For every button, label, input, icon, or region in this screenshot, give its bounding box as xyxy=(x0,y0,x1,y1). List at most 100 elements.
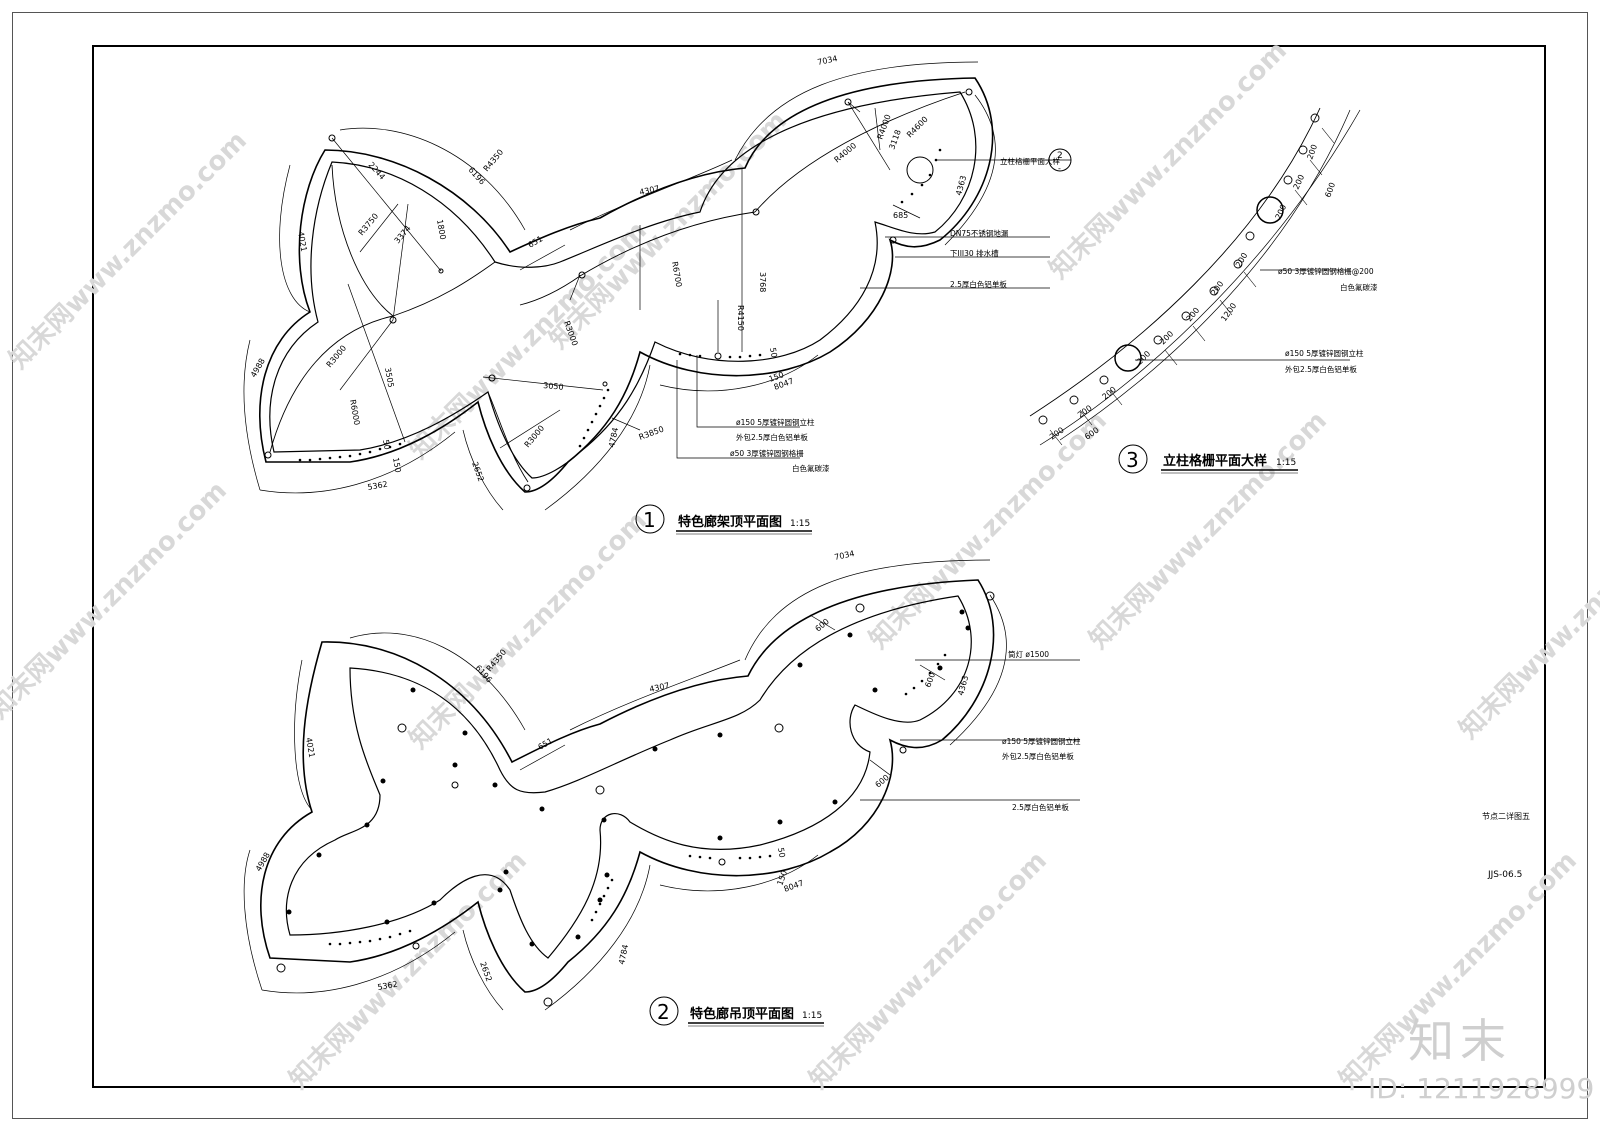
plan2-lights xyxy=(286,609,971,947)
note-col150: ø150 5厚镀锌圆钢立柱 xyxy=(1002,736,1081,746)
dim-label: 50 xyxy=(776,847,787,859)
dim-label: R3000 xyxy=(325,344,349,370)
note-col50b: 白色氟碳漆 xyxy=(792,463,830,473)
dim-label: 4307 xyxy=(649,681,671,694)
dim-label: 3374 xyxy=(393,224,413,245)
note-col50: ø50 3厚镀锌圆钢格栅@200 xyxy=(1278,266,1374,276)
plan3-title-text: 立柱格栅平面大样 xyxy=(1163,453,1267,469)
plan3-title-scale: 1:15 xyxy=(1276,458,1296,468)
plan1-petal-line xyxy=(519,275,581,306)
dim-label: 600 xyxy=(1323,181,1337,198)
dim-label: R4000 xyxy=(875,113,892,140)
plan3-ticks xyxy=(1049,127,1335,446)
dim-label: 4363 xyxy=(956,675,970,697)
plan1-petal-line xyxy=(579,211,756,277)
dim-label: 200 xyxy=(1305,143,1319,160)
dim-label: 5362 xyxy=(377,980,399,992)
dim-label: 1200 xyxy=(1219,301,1238,323)
dim-label: 5362 xyxy=(367,480,389,492)
dim-label: 7034 xyxy=(834,549,856,562)
dim-label: 4021 xyxy=(296,231,308,253)
dim-label: 600 xyxy=(923,671,937,688)
plan1-column xyxy=(438,268,444,274)
dim-label: R6000 xyxy=(348,399,361,426)
plan1-column xyxy=(844,98,852,106)
note-plate: 2.5厚白色铝单板 xyxy=(950,279,1007,289)
plan1-title-scale: 1:15 xyxy=(790,519,810,529)
note-ref-label: 立柱格栅平面大样 xyxy=(1000,156,1060,166)
plan1-title-text: 特色廊架顶平面图 xyxy=(678,514,782,530)
note-col150b: 外包2.5厚白色铝单板 xyxy=(736,432,808,442)
dim-label: 200 xyxy=(1292,173,1307,191)
plan1-petal-line xyxy=(392,261,496,317)
plan1-column xyxy=(714,352,722,360)
note-col150b: 外包2.5厚白色铝单板 xyxy=(1285,364,1357,374)
plan2-downlights xyxy=(276,591,995,1007)
sheet-code: JJS-06.5 xyxy=(1488,870,1523,880)
dim-label: 200 xyxy=(1185,306,1202,323)
plan3-drawing xyxy=(1029,107,1361,446)
plan1-column xyxy=(264,451,272,459)
dim-label: 651 xyxy=(527,234,545,249)
note-col150: ø150 5厚镀锌圆钢立柱 xyxy=(1285,348,1364,358)
watermark-text: 知末网www.znzmo.com xyxy=(404,506,653,755)
dim-label: 600 xyxy=(814,617,831,634)
plan3-column-large xyxy=(1256,196,1284,224)
note-drain-pipe: DN75不锈钢地漏 xyxy=(950,228,1009,238)
dim-label: 50 xyxy=(381,439,392,451)
plan3-column-large xyxy=(1114,344,1142,372)
watermark-text: 知末网www.znzmo.com xyxy=(1044,36,1293,285)
dim-label: 150 xyxy=(391,457,403,474)
plan1-petal-line xyxy=(331,164,394,317)
plan3-grille-dots xyxy=(1038,113,1320,425)
plan3-notes: ø50 3厚镀锌圆钢格栅@200 白色氟碳漆 ø150 5厚镀锌圆钢立柱 外包2… xyxy=(1278,266,1378,374)
plan1-notes: 立柱格栅平面大样 2 - DN75不锈钢地漏 下III30 排水槽 2.5厚白色… xyxy=(730,151,1063,473)
watermark-text: 知末网www.znzmo.com xyxy=(4,126,253,375)
dim-label: R4600 xyxy=(905,115,930,140)
note-col150b: 外包2.5厚白色铝单板 xyxy=(1002,751,1074,761)
dim-label: 200 xyxy=(1101,385,1118,402)
plan2-outer-outline xyxy=(260,579,995,993)
dim-label: 685 xyxy=(893,211,908,220)
watermark-layer: 知末网www.znzmo.com 知末网www.znzmo.com 知末网www… xyxy=(0,36,1600,1095)
plan2-dimension-texts: 7034 6196 R4350 4021 651 4307 600 600 60… xyxy=(254,549,970,992)
plan1-column xyxy=(602,381,608,387)
ref-bubble-sheet: - xyxy=(1058,164,1061,173)
plan2-title-number: 2 xyxy=(657,1000,670,1024)
plan2-notes: 筒灯 ø1500 ø150 5厚镀锌圆钢立柱 外包2.5厚白色铝单板 2.5厚白… xyxy=(1002,649,1081,812)
plan1-grille-dots xyxy=(298,148,942,462)
watermark-text: 知末网www.znzmo.com xyxy=(1084,406,1333,655)
plan3-dim-arc xyxy=(1059,109,1351,441)
watermark-text: 知末网www.znzmo.com xyxy=(804,846,1053,1095)
watermark-text: 知末网www.znzmo.com xyxy=(0,476,233,725)
dim-label: 2652 xyxy=(478,961,493,983)
dim-label: 2244 xyxy=(367,160,387,181)
watermark-text: 知末网www.znzmo.com xyxy=(1454,496,1600,745)
watermark-logo: 知末 xyxy=(1408,1014,1512,1068)
plan2-title-text: 特色廊吊顶平面图 xyxy=(690,1006,794,1022)
note-col150: ø150 5厚镀锌圆钢立柱 xyxy=(736,417,815,427)
plan3-dim-arc xyxy=(1039,109,1361,446)
outer-border xyxy=(12,12,1588,1119)
watermark-text: 知末网www.znzmo.com xyxy=(544,106,793,355)
dim-label: R3000 xyxy=(523,424,547,450)
note-drain-slot: 下III30 排水槽 xyxy=(950,248,999,258)
plan1-drain-circle xyxy=(906,156,934,184)
plan1-column xyxy=(578,271,586,279)
dim-label: 7034 xyxy=(817,54,839,67)
dim-label: 200 xyxy=(1274,203,1289,221)
sheet-note: 节点二详图五 xyxy=(1482,812,1530,821)
dim-label: 2652 xyxy=(470,461,485,483)
dim-label: 3768 xyxy=(758,272,767,292)
dim-label: 4363 xyxy=(954,175,968,197)
dim-label: R4350 xyxy=(482,148,506,174)
dim-label: R3750 xyxy=(357,212,381,238)
plan1-petal-line xyxy=(269,315,394,453)
dim-label: 4784 xyxy=(607,427,620,449)
dim-label: 4021 xyxy=(304,737,316,759)
dim-label: 1800 xyxy=(435,219,447,241)
plan1-column xyxy=(389,316,397,324)
plan1-outer-outline xyxy=(259,77,994,493)
